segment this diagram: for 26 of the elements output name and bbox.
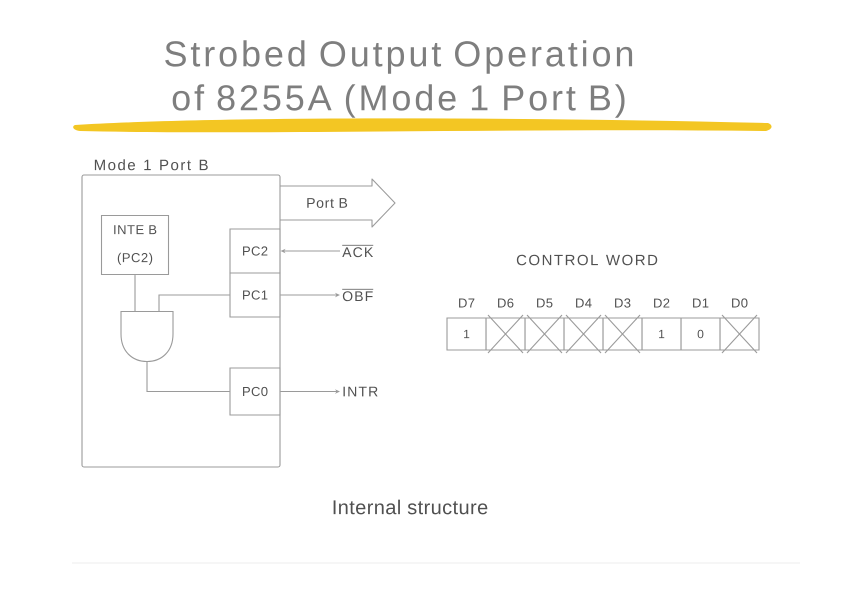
bit-label: D3 (615, 298, 630, 308)
bit-label: D6 (498, 298, 514, 308)
bit-label: D0 (732, 298, 748, 308)
signal-name: OBF (342, 288, 374, 302)
flip-flop-box: INTE B (PC2) (100, 214, 170, 276)
bit-label: D5 (537, 298, 552, 308)
signal-name: INTR (344, 386, 378, 396)
table-cell: 1 (641, 317, 682, 351)
bit-label: D7 (459, 298, 474, 308)
table-heading: CONTROL WORD (516, 254, 658, 266)
bit-label: D4 (576, 298, 592, 308)
pin-box: PC1 (229, 272, 281, 318)
bit-label: D1 (693, 298, 708, 308)
and-gate (120, 310, 174, 362)
bit-label: D2 (654, 298, 670, 308)
title: Strobed Output Operation of 8255A (Mode 1 Port B) (73, 40, 772, 132)
wire (158, 294, 230, 312)
table-cell: 1 (446, 317, 487, 351)
wire (134, 275, 136, 312)
pin-box: PC2 (229, 228, 281, 274)
caption: Internal structure (334, 500, 488, 514)
pin-box: PC0 (229, 367, 281, 416)
table-cell: 0 (680, 317, 721, 351)
node-label: Mode 1 Port B (94, 159, 208, 170)
wire (146, 362, 230, 392)
signal-name: ACK (342, 244, 374, 258)
